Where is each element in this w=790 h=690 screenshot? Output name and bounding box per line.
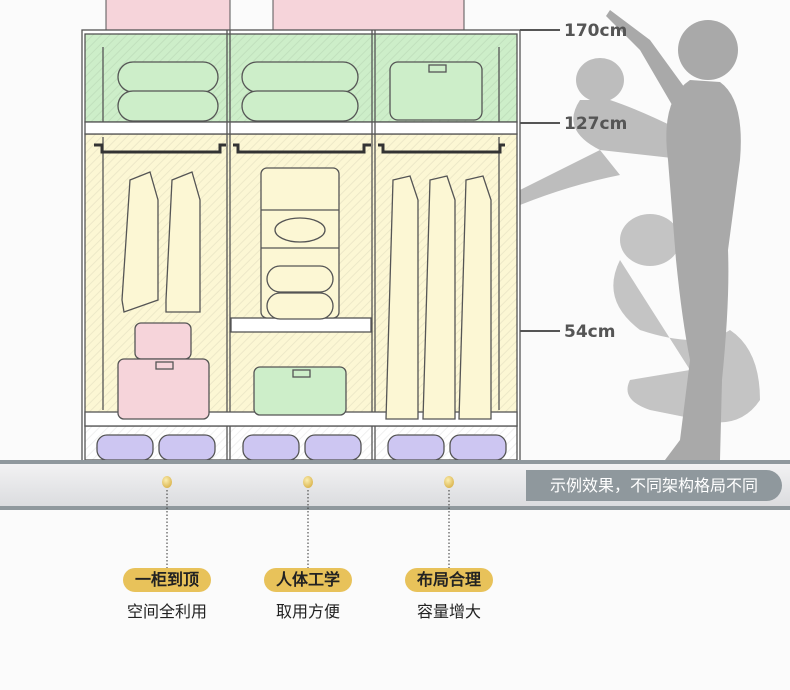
human-silhouette-standing [606,10,741,460]
drawer [449,434,507,461]
measurement-54: 54cm [564,322,615,342]
example-disclaimer-badge: 示例效果，不同架构格局不同 [526,470,782,501]
feature-subtitle: 取用方便 [275,602,340,621]
top-storage-box [272,0,465,31]
drawer [96,434,154,461]
measurement-170: 170cm [564,21,627,41]
drawer [158,434,216,461]
measurement-127: 127cm [564,114,627,134]
drawer [304,434,362,461]
feature-2: 人体工学 取用方便 [258,568,358,622]
feature-title: 布局合理 [404,568,493,592]
feature-markers [162,476,454,568]
drawer [387,434,445,461]
feature-1: 一柜到顶 空间全利用 [117,568,217,622]
feature-3: 布局合理 容量增大 [399,568,499,622]
feature-subtitle: 容量增大 [416,602,481,621]
top-storage-box [105,0,231,31]
wardrobe [81,29,521,462]
measurement-ticks [520,29,560,332]
feature-title: 一柜到顶 [122,568,211,592]
feature-subtitle: 空间全利用 [126,602,207,621]
human-silhouette-reaching [500,58,690,205]
drawer [242,434,300,461]
feature-title: 人体工学 [263,568,352,592]
